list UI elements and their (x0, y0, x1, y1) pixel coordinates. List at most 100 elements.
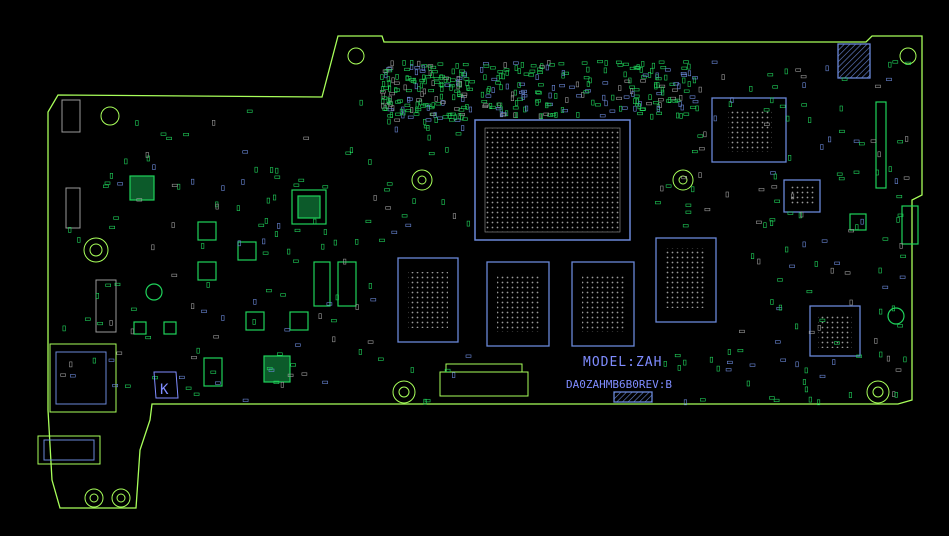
passive-component (212, 120, 216, 126)
passive-component (548, 92, 552, 99)
ram-chip (655, 237, 717, 323)
passive-component (853, 170, 860, 174)
passive-component (405, 223, 412, 227)
passive-component (528, 73, 535, 77)
passive-component (408, 78, 415, 82)
passive-component (721, 74, 725, 80)
passive-component (444, 368, 451, 373)
passive-component (452, 213, 457, 219)
passive-component (323, 229, 327, 235)
passive-component (514, 100, 519, 106)
passive-component (894, 178, 898, 184)
passive-component (113, 216, 119, 220)
passive-component (429, 112, 436, 116)
passive-component (562, 109, 568, 113)
passive-component (879, 308, 883, 315)
passive-component (879, 351, 883, 358)
passive-component (659, 84, 666, 88)
passive-component (419, 69, 426, 73)
passive-component (322, 380, 328, 384)
passive-component (459, 113, 465, 117)
passive-component (757, 258, 761, 265)
passive-component (750, 253, 755, 259)
chip (163, 321, 177, 335)
passive-component (827, 136, 832, 143)
passive-component (892, 391, 896, 398)
passive-component (875, 84, 881, 88)
passive-component (389, 112, 394, 118)
passive-component (763, 222, 767, 228)
passive-component (725, 368, 732, 372)
passive-component (517, 97, 524, 101)
passive-component (683, 399, 688, 406)
passive-component (266, 197, 270, 204)
passive-component (661, 89, 665, 96)
passive-component (523, 72, 530, 76)
passive-component (604, 60, 608, 66)
passive-component (888, 61, 892, 68)
passive-component (774, 199, 781, 203)
passive-component (642, 73, 649, 77)
passive-component (482, 103, 489, 107)
passive-component (496, 102, 503, 106)
passive-component (412, 77, 417, 84)
passive-component (848, 229, 855, 233)
passive-component (384, 188, 390, 192)
passive-component (124, 158, 128, 165)
passive-component (844, 271, 851, 275)
passive-component (109, 225, 115, 229)
passive-component (486, 88, 490, 94)
passive-component (160, 132, 167, 136)
passive-component (313, 218, 317, 225)
chip (203, 357, 223, 387)
passive-component (860, 218, 864, 225)
passive-component (682, 77, 686, 84)
passive-component (381, 81, 386, 87)
passive-component (699, 398, 706, 402)
passive-component (462, 117, 468, 121)
passive-component (897, 324, 904, 328)
passive-component (784, 68, 788, 75)
passive-component (201, 243, 205, 249)
passive-component (545, 102, 549, 109)
passive-component (800, 75, 807, 79)
passive-component (597, 59, 603, 64)
passive-component (414, 83, 418, 90)
passive-component (410, 64, 414, 70)
passive-component (387, 118, 391, 125)
passive-component (221, 315, 225, 321)
passive-component (191, 303, 195, 310)
passive-component (602, 81, 609, 85)
passive-component (380, 74, 384, 80)
passive-component (878, 267, 882, 274)
passive-component (421, 65, 425, 71)
passive-component (834, 261, 840, 265)
passive-component (442, 115, 449, 119)
passive-component (381, 98, 385, 105)
passive-component (465, 354, 472, 358)
passive-component (549, 63, 555, 67)
passive-component (112, 383, 118, 388)
passive-component (171, 222, 175, 228)
passive-component (560, 107, 565, 113)
passive-component (387, 108, 394, 112)
passive-component (365, 219, 372, 223)
passive-component (635, 103, 641, 107)
passive-component (274, 231, 279, 237)
passive-component (691, 150, 698, 154)
passive-component (602, 94, 606, 101)
passive-component (465, 80, 469, 87)
passive-component (461, 92, 468, 96)
passive-component (136, 198, 143, 202)
passive-component (819, 374, 826, 379)
passive-component (294, 228, 301, 232)
passive-component (788, 155, 792, 161)
passive-component (656, 111, 663, 115)
passive-component (650, 113, 654, 120)
passive-component (802, 82, 806, 88)
passive-component (421, 64, 428, 68)
passive-component (683, 89, 690, 93)
passive-component (373, 195, 377, 201)
passive-component (653, 101, 659, 105)
passive-component (636, 64, 640, 70)
